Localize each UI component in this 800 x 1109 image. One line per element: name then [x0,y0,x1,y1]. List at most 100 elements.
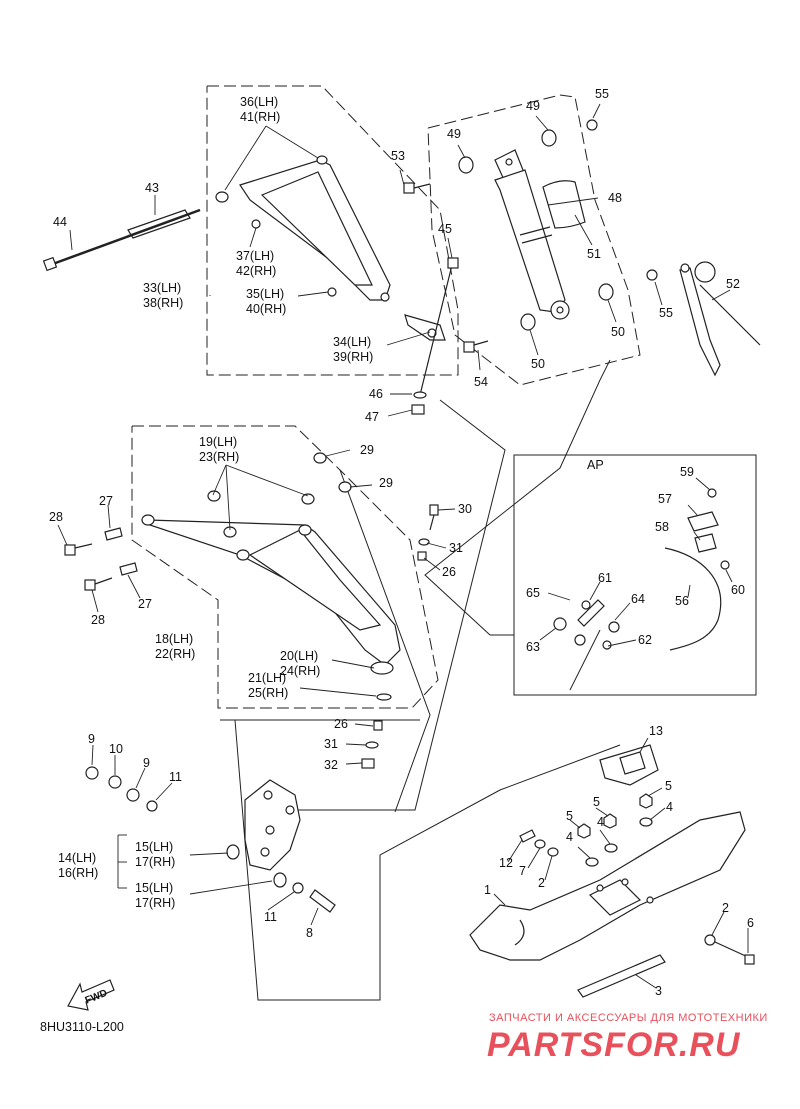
label-36: 36(LH) [240,95,278,109]
label-19: 19(LH) [199,435,237,449]
label-65: 65 [526,586,540,600]
group-boxes [131,85,641,709]
label-15a: 15(LH) [135,840,173,854]
label-60: 60 [731,583,745,597]
ap-inset-box [513,454,757,696]
label-37: 37(LH) [236,249,274,263]
fwd-arrow-icon: FWD [67,979,115,1011]
ap-parts [553,488,730,651]
label-25: 25(RH) [248,686,288,700]
label-8: 8 [306,926,313,940]
label-46: 46 [369,387,383,401]
label-59: 59 [680,465,694,479]
watermark-tagline: ЗАПЧАСТИ И АКСЕССУАРЫ ДЛЯ МОТОТЕХНИКИ [489,1012,768,1024]
label-61: 61 [598,571,612,585]
label-41: 41(RH) [240,110,280,124]
label-5a: 5 [665,779,672,793]
label-14: 14(LH) [58,851,96,865]
label-20: 20(LH) [280,649,318,663]
label-26b: 26 [334,717,348,731]
label-11b: 11 [264,910,277,924]
label-22: 22(RH) [155,647,195,661]
connector-lines [220,359,621,1001]
upper-pivot-shaft [42,208,201,272]
label-64: 64 [631,592,645,606]
ski-small-parts [519,744,755,965]
spindle-bushings [85,766,304,894]
label-26a: 26 [442,565,456,579]
label-12: 12 [499,856,513,870]
label-4c: 4 [566,830,573,844]
label-52: 52 [726,277,740,291]
label-3: 3 [655,984,662,998]
label-9b: 9 [143,756,150,770]
label-18: 18(LH) [155,632,193,646]
label-57: 57 [658,492,672,506]
label-2a: 2 [538,876,545,890]
shock-group-box [427,94,641,386]
watermark-logo: PARTSFOR.RU [487,1026,741,1064]
label-62: 62 [638,633,652,647]
ski [469,811,746,998]
lower-arm-group-box [131,425,439,709]
label-43: 43 [145,181,159,195]
label-55b: 55 [659,306,673,320]
label-50a: 50 [611,325,625,339]
label-2b: 2 [722,901,729,915]
label-23: 23(RH) [199,450,239,464]
label-49a: 49 [447,127,461,141]
label-6: 6 [747,916,754,930]
label-27a: 27 [99,494,113,508]
label-31b: 31 [324,737,338,751]
label-48: 48 [608,191,622,205]
spindle [226,779,336,913]
watermark: ЗАПЧАСТИ И АКСЕССУАРЫ ДЛЯ МОТОТЕХНИКИ PA… [487,1012,768,1064]
label-5c: 5 [566,809,573,823]
shock-absorber [494,149,570,320]
callout-labels: 36(LH) 41(RH) 43 44 37(LH) 42(RH) 33(LH)… [40,87,754,1034]
label-4b: 4 [597,815,604,829]
label-58: 58 [655,520,669,534]
label-13: 13 [649,724,663,738]
label-55a: 55 [595,87,609,101]
shock-cover [542,180,586,229]
upper-a-arm [215,155,391,302]
diagram-code: 8HU3110-L200 [40,1020,124,1034]
label-47: 47 [365,410,379,424]
label-11a: 11 [169,770,182,784]
label-51: 51 [587,247,601,261]
label-16: 16(RH) [58,866,98,880]
label-15b: 15(LH) [135,881,173,895]
label-10: 10 [109,742,123,756]
label-4a: 4 [666,800,673,814]
label-ap: AP [587,458,604,472]
label-54: 54 [474,375,488,389]
label-29a: 29 [360,443,374,457]
label-29b: 29 [379,476,393,490]
label-30: 30 [458,502,472,516]
label-35: 35(LH) [246,287,284,301]
label-21: 21(LH) [248,671,286,685]
label-34: 34(LH) [333,335,371,349]
label-50b: 50 [531,357,545,371]
label-31a: 31 [449,541,463,555]
lower-bushings [64,527,138,591]
label-49b: 49 [526,99,540,113]
lower-ball-joint [361,504,439,769]
label-63: 63 [526,640,540,654]
label-40: 40(RH) [246,302,286,316]
label-53: 53 [391,149,405,163]
label-42: 42(RH) [236,264,276,278]
label-32: 32 [324,758,338,772]
bushing-parts-shock [403,119,658,353]
label-27b: 27 [138,597,152,611]
label-28b: 28 [91,613,105,627]
label-5b: 5 [593,795,600,809]
upper-arm-group-box [206,85,459,376]
label-17a: 17(RH) [135,855,175,869]
label-7: 7 [519,864,526,878]
label-45: 45 [438,222,452,236]
callout-leaders [57,103,749,989]
bolt-45 [411,257,459,415]
